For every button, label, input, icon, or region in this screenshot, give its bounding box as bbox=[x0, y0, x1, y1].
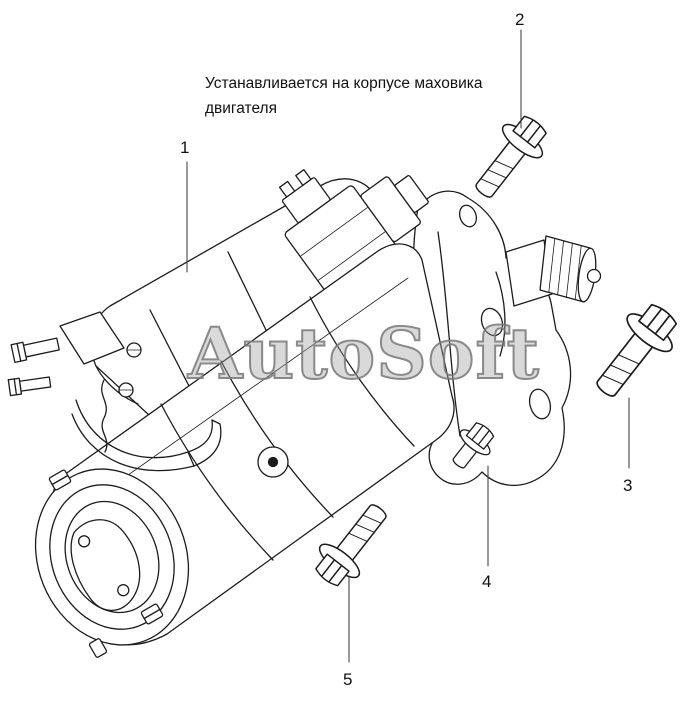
callout-leader-lines bbox=[186, 29, 630, 663]
terminal-studs bbox=[7, 311, 222, 472]
front-end-cap bbox=[34, 468, 190, 658]
callout-2: 2 bbox=[515, 10, 525, 29]
callout-5: 5 bbox=[343, 670, 353, 689]
bolt-3-drawing bbox=[581, 294, 689, 410]
callout-1: 1 bbox=[180, 138, 190, 157]
callout-3: 3 bbox=[623, 476, 633, 495]
pinion-gear bbox=[505, 235, 602, 307]
bolt-2-drawing bbox=[461, 106, 557, 210]
installation-note: Устанавливается на корпусе маховика двиг… bbox=[205, 72, 525, 122]
installation-note-line1: Устанавливается на корпусе маховика bbox=[205, 75, 483, 92]
starter-assembly-drawing bbox=[7, 169, 602, 658]
callout-4: 4 bbox=[482, 572, 492, 591]
nut-4-drawing bbox=[452, 422, 495, 469]
installation-note-line2: двигателя bbox=[205, 99, 277, 117]
solenoid bbox=[90, 169, 429, 417]
